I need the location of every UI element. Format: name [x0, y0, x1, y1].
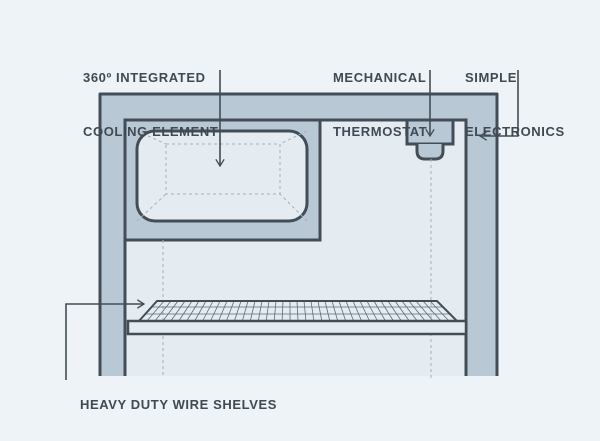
cooling-element-icon	[135, 129, 309, 223]
wire-shelf-icon	[126, 300, 468, 336]
electronics-label: SIMPLE ELECTRONICS	[465, 33, 565, 177]
electronics-callout	[478, 70, 519, 141]
shelves-label: HEAVY DUTY WIRE SHELVES	[80, 397, 278, 412]
callout-lines	[65, 70, 519, 380]
electronics-label-line1: SIMPLE	[465, 70, 517, 85]
interior-guide-lines	[162, 159, 432, 378]
thermostat-label-line2: THERMOSTAT	[333, 124, 428, 139]
cooling-element-label: 360º INTEGRATED COOLING ELEMENT	[83, 33, 218, 177]
floor-fade	[95, 376, 505, 441]
shelves-callout	[65, 299, 146, 380]
thermostat-label: MECHANICAL THERMOSTAT	[333, 33, 427, 177]
electronics-label-line2: ELECTRONICS	[465, 124, 565, 139]
cooling-element-label-line1: 360º INTEGRATED	[83, 70, 206, 85]
thermostat-label-line1: MECHANICAL	[333, 70, 427, 85]
cooling-element-label-line2: COOLING ELEMENT	[83, 124, 219, 139]
